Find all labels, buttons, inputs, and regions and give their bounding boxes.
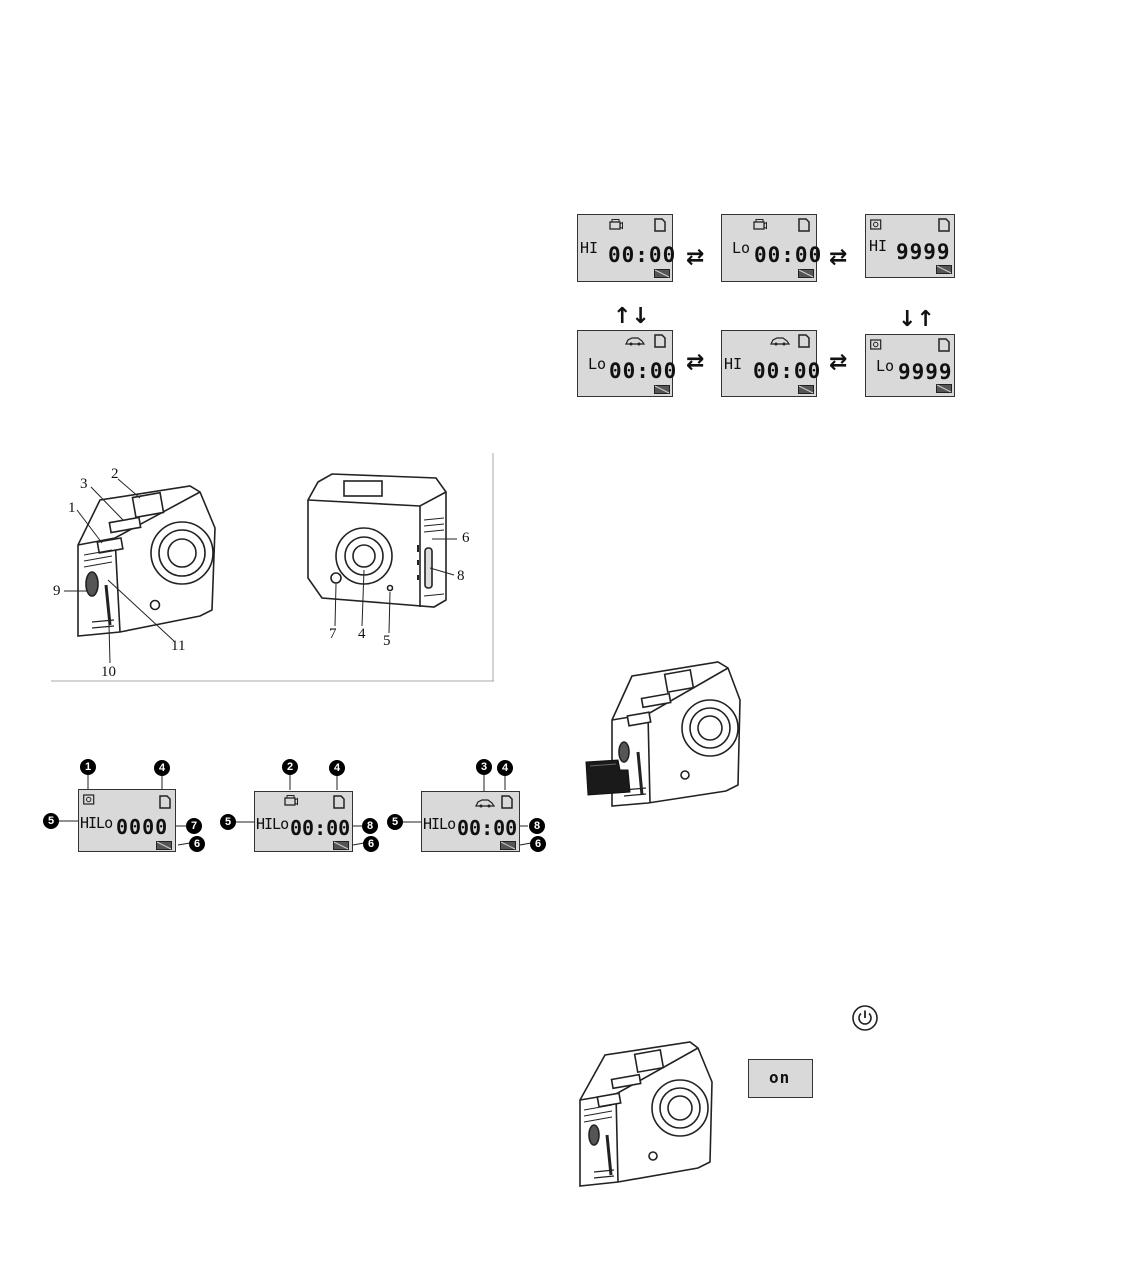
lcd-power-on: on xyxy=(748,1059,813,1098)
lcd-text: on xyxy=(769,1068,790,1087)
